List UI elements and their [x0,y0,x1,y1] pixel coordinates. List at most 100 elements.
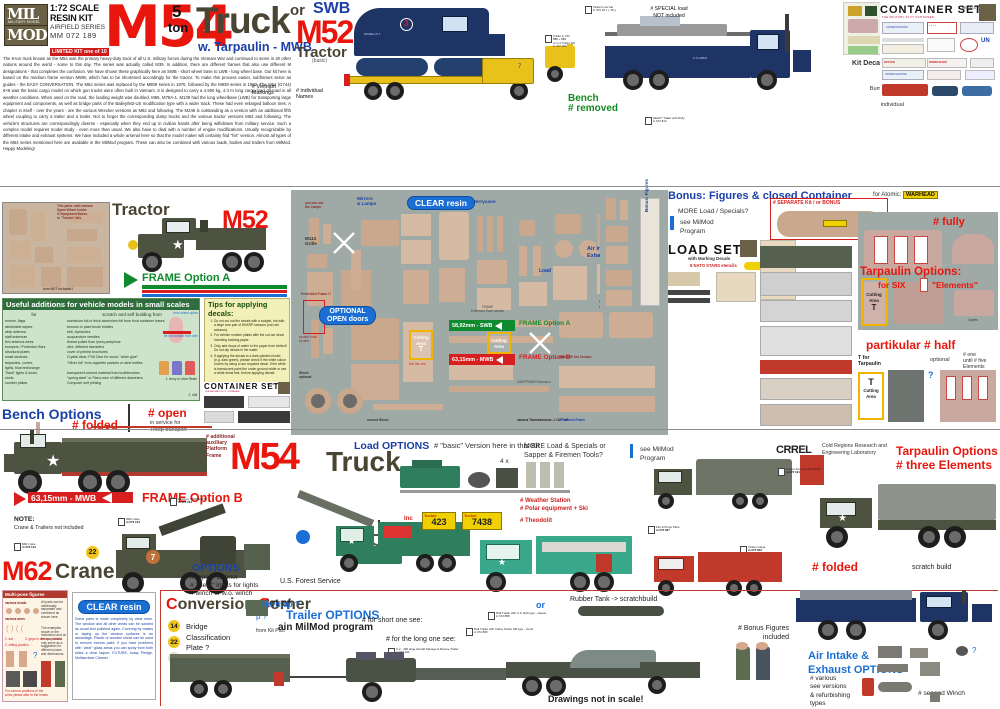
tip-item: Only add drops of water to the paper fro… [214,344,287,353]
strip-mwb-label: 63,15mm - MWB [452,356,494,363]
label-bridge-plate: Bridge Classification Plate ? [186,622,231,652]
label-four-parts: 4 parts [968,318,978,322]
label-bench-open: # open [148,406,187,420]
cell-from: "spring steel" or Piano wire of differen… [67,376,143,381]
label-4x: 4 x [500,458,509,465]
tip-item: For vehicle number plates affix the cut … [214,333,287,342]
air-intake-body: # various see versions & refurbishing ty… [810,675,851,708]
cell-from: wire, different diameters [67,345,105,350]
label-transmissions: various Transmissions -> CUT off [517,418,568,422]
fire-truck-illustration [650,548,800,598]
label-bonus-figures-included: # Bonus Figures included [738,625,789,642]
cell-from: transparent colored material from toothb… [67,370,140,375]
ref-icon-box [170,498,177,506]
page-title-m54: M54 [104,0,234,60]
pointer-bar-icon [670,216,674,230]
badge-14: 14 [168,620,180,632]
cell-from: Computer self printing [67,381,102,386]
cell-for: number plates [5,381,28,386]
label-separate-kit: # SEPARATE Kit / or BONUS [773,200,841,206]
ref-text: HEAVY Trailer with Dolly in 072 813 [653,116,685,124]
note-text: Crane & Trailers not included [14,525,84,531]
useful-note-resin: 1. Army or clear Resin [165,377,197,381]
logo-row-mod: MOD [5,24,48,46]
polar-truck-illustration: ★ [476,530,646,592]
pointer-bar-icon-2 [630,444,633,458]
label-bench-heading: Bench [568,93,599,104]
blue-dot-icon [296,530,310,544]
cell-for: windshield wipers [5,324,33,329]
forest-service-truck-illustration: ★ [330,512,490,580]
option-winch: # winch or w.o. winch [190,590,253,597]
container-set-mini-title: CONTAINER SET [204,382,280,391]
load-options-heading: Load OPTIONS [354,440,430,452]
label-sit-2: 2. sitting position [5,643,29,647]
tractor-parts-photo: This parts: with various Spare Wheel hol… [2,202,110,294]
tucker-label: Tucker [464,513,477,518]
table-row: number plates Computer self printing [3,381,199,386]
bench-part-icon [36,422,40,438]
option-open-bonnet: # "open" Bonnet [190,574,238,581]
label-folded: # folded [812,560,859,574]
crrel-heading: CRREL [776,444,812,456]
cutting-area-label: Cutting Area [413,335,429,346]
title-swb: SWB [313,0,351,17]
cell-from: "Silver foil" from cigarette packets or … [67,360,143,365]
label-m113-grille: M113 Grille [305,236,317,247]
kit-limited-badge: LIMITED KIT one of 10 [50,48,109,56]
container-set-mini-sub: THE MILITARY 20 FT CONTAINER [205,391,240,393]
frame-option-b-label: FRAME Option B [142,491,243,505]
label-basic-version: # "basic" Version here in this Kit [434,441,540,450]
logo-text-mil: MIL [7,5,39,24]
label-weather-station: # Weather Station [520,498,571,504]
figure-1-head [736,642,748,650]
label-from-kit-part: from Kit Part [256,628,285,634]
label-nato-stars: 8 NATO STARS stencils [690,263,737,268]
tarpaulin-photo-panel: Cutting Area T 4 parts [858,212,998,330]
label-a-lot-of: a lot of [258,598,291,609]
container-set-decals-tag: DECALS [962,6,977,10]
kit-info-block: 1:72 SCALE RESIN KIT AIRFIELD SERIES MM … [50,3,116,56]
frame-option-a-label: FRAME Option A [142,272,231,284]
kit-scale: 1:72 SCALE [50,3,100,13]
ref-text: Raft Trailer with Carley Floats GB type … [474,627,534,635]
arrow-left-icon [496,355,504,364]
m62-heading: M62 [2,556,53,586]
title-truck: Truck [196,0,291,41]
conversion-c1: C [166,596,178,613]
clear-resin-body: Some parts is made completely by clear r… [75,617,153,660]
tarpaulin-options-heading: Tarpaulin Options: [860,266,962,278]
cell-from: thread pulled from lycra pantyhose [67,340,121,345]
ref-tanker-low-cat: Tanker Low Cat in 072 18 x + 18 y [585,5,651,14]
label-platform-frame: # Platform Frame [559,418,586,422]
figure-2-head [756,642,768,650]
useful-additions-heading: Useful additions for vehicle models in s… [3,299,199,310]
label-lwb-frame: LWB FRAME Extension [517,380,551,384]
label-scratch-build: scratch build [912,564,952,571]
strip-mwb-main: 63,15mm - MWB [28,492,133,503]
container-set-mini-decals: DECALS [267,383,278,386]
cell-for: bumpers / Protection Bars [5,345,46,350]
label-theodolit: # Theodolit [520,518,552,524]
title-tractor: Tractor [296,44,347,61]
multipose-note-2: The examples shown in the instruction an… [41,626,67,656]
label-see-milmod-2: see MilMod Program [640,446,674,462]
title-basic: (basic) [312,58,328,64]
frame-bar-red [142,290,287,293]
tractor-not-included: here NOT included ! [43,287,74,291]
figure-2 [756,646,770,680]
table-row: lights, blue/red/orange [3,365,199,370]
label-bonus-figures-vertical: Bonus: Figures [644,178,649,212]
tucker-label: Tucker [424,513,437,518]
rubber-tank-icon [578,606,664,616]
strip-mwb: 63,15mm - MWB [449,354,515,365]
useful-sketch-wheel [161,313,197,357]
